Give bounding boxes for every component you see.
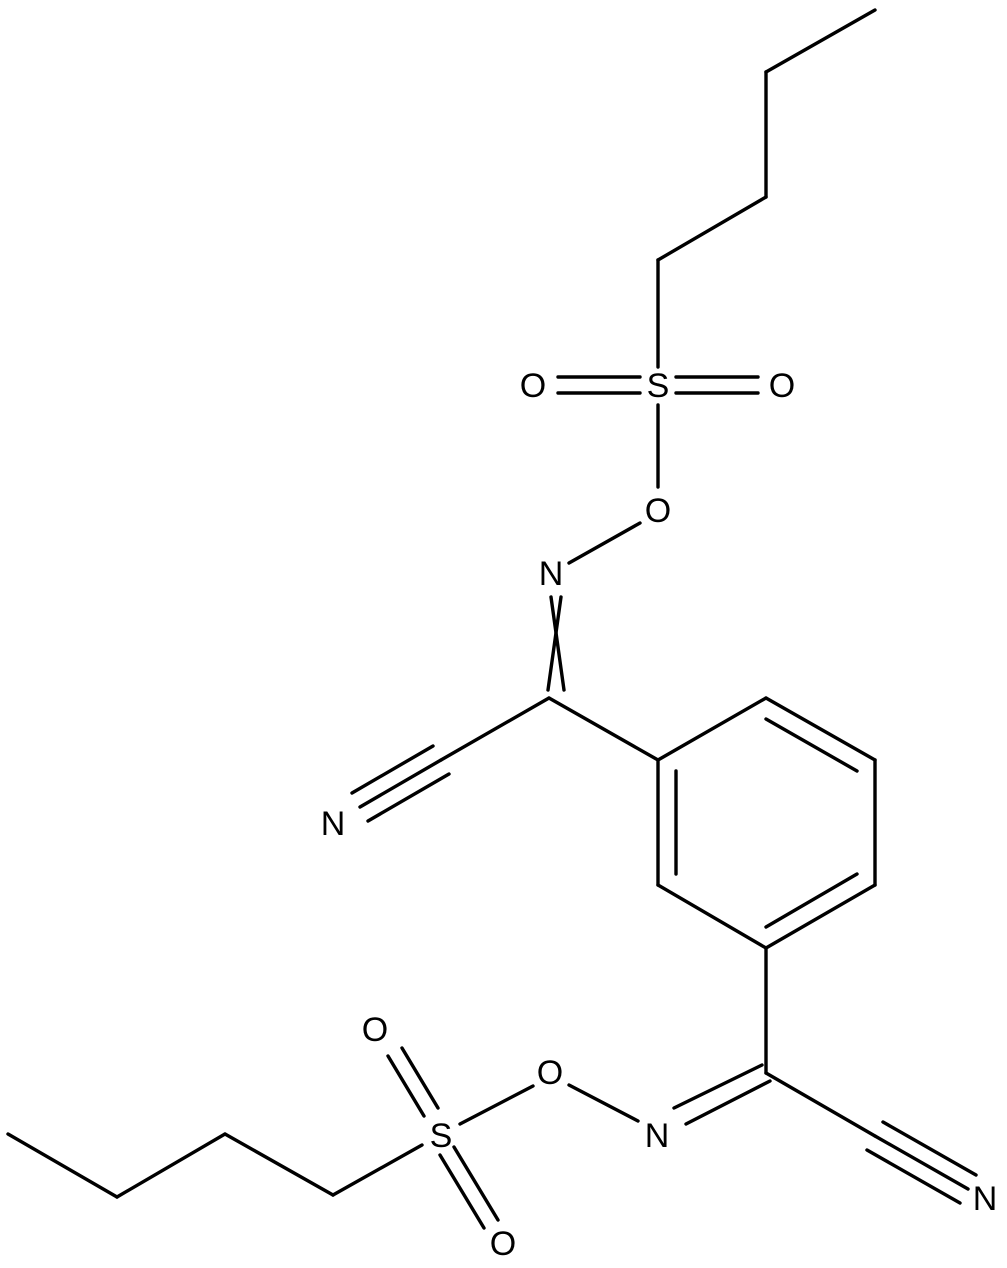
bond xyxy=(223,1132,335,1197)
bond-layer xyxy=(6,8,978,1230)
bond xyxy=(115,1132,227,1199)
bond xyxy=(386,1054,426,1118)
atom-label-oxygen: O xyxy=(362,1011,388,1049)
atom-label-nitrogen: N xyxy=(645,1117,670,1155)
atom-label-oxygen: O xyxy=(520,367,546,405)
bond xyxy=(764,717,859,773)
bond xyxy=(400,1046,440,1110)
bond xyxy=(547,696,660,762)
atom-label-nitrogen: N xyxy=(321,805,346,843)
bond xyxy=(656,883,768,950)
bond xyxy=(764,8,877,74)
atom-label-sulfur: S xyxy=(647,367,670,405)
bond xyxy=(881,1120,978,1177)
bond xyxy=(452,1145,500,1222)
bond xyxy=(458,1084,535,1126)
bond xyxy=(358,758,443,809)
bond xyxy=(873,1134,970,1191)
atom-label-nitrogen: N xyxy=(539,555,564,593)
bond xyxy=(684,1079,772,1126)
atom-label-layer: O S O O N N O O S N O N xyxy=(321,367,998,1263)
bond xyxy=(438,1153,486,1230)
bond xyxy=(331,1143,424,1197)
bond xyxy=(6,1132,119,1199)
bond xyxy=(549,595,566,692)
atom-label-oxygen: O xyxy=(490,1225,516,1263)
atom-label-oxygen: O xyxy=(769,367,795,405)
atom-label-sulfur: S xyxy=(430,1117,453,1155)
bond xyxy=(764,872,859,929)
bond xyxy=(764,883,877,950)
bond xyxy=(546,595,563,692)
atom-label-oxygen: O xyxy=(537,1054,563,1092)
bond xyxy=(350,744,435,795)
bond xyxy=(764,1071,877,1138)
bond xyxy=(764,696,877,762)
bond xyxy=(366,772,451,823)
bond xyxy=(865,1148,962,1205)
atom-label-oxygen: O xyxy=(645,492,671,530)
bond xyxy=(567,521,642,565)
bond xyxy=(656,696,768,762)
bond xyxy=(439,696,551,762)
atom-label-nitrogen: N xyxy=(973,1180,998,1218)
bond xyxy=(656,195,768,262)
bond xyxy=(672,1063,764,1110)
bond xyxy=(567,1083,640,1123)
